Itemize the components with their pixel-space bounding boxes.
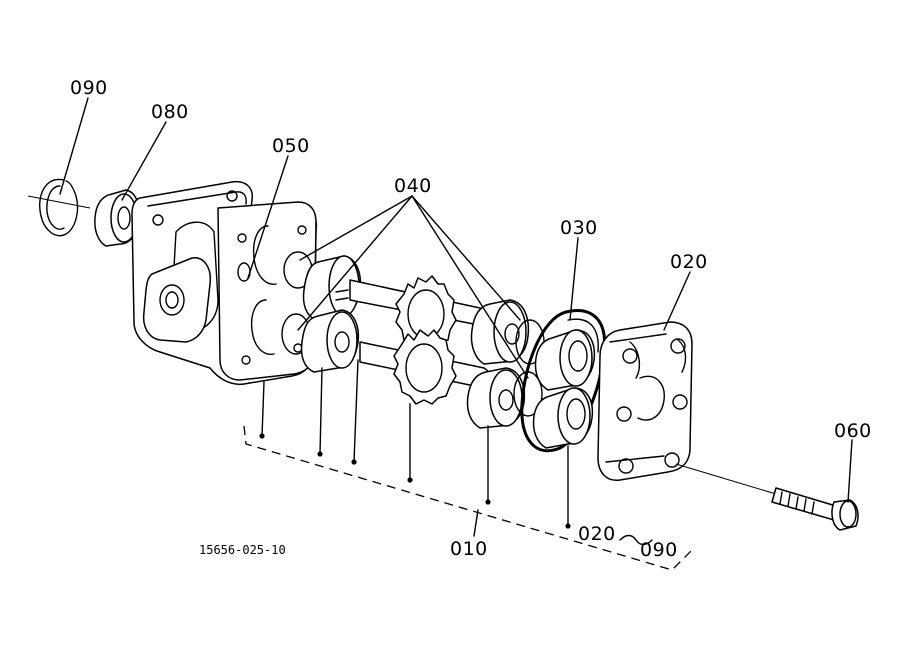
bearing-part	[94, 189, 140, 247]
assembly-bracket	[243, 359, 693, 571]
center-axis-line	[27, 195, 91, 209]
rear-cover-part	[597, 321, 693, 481]
callout-010-body-assembly: 010	[450, 538, 488, 560]
bolt-part	[675, 463, 859, 531]
callout-040-seals: 040	[394, 175, 432, 197]
callout-080-bearing: 080	[151, 101, 189, 123]
snap-ring-part	[39, 178, 79, 237]
pump-housing-part	[131, 180, 318, 386]
callout-090-snap-ring: 090	[70, 77, 108, 99]
callout-range-end: 090	[640, 539, 678, 561]
leader-lines	[59, 97, 853, 503]
drawing-reference-code: 15656-025-10	[199, 543, 286, 557]
gear-shaft-part	[349, 275, 491, 405]
large-oring-part	[520, 309, 607, 453]
callout-030-large-oring: 030	[560, 217, 598, 239]
callout-range-start: 020	[578, 523, 616, 545]
front-bushing-part	[300, 255, 362, 373]
callout-020-rear-cover: 020	[670, 251, 708, 273]
callout-050-oring: 050	[272, 135, 310, 157]
cover-bushing-part	[532, 329, 596, 449]
callout-060-bolt: 060	[834, 420, 872, 442]
rear-bushing-part	[466, 299, 530, 429]
